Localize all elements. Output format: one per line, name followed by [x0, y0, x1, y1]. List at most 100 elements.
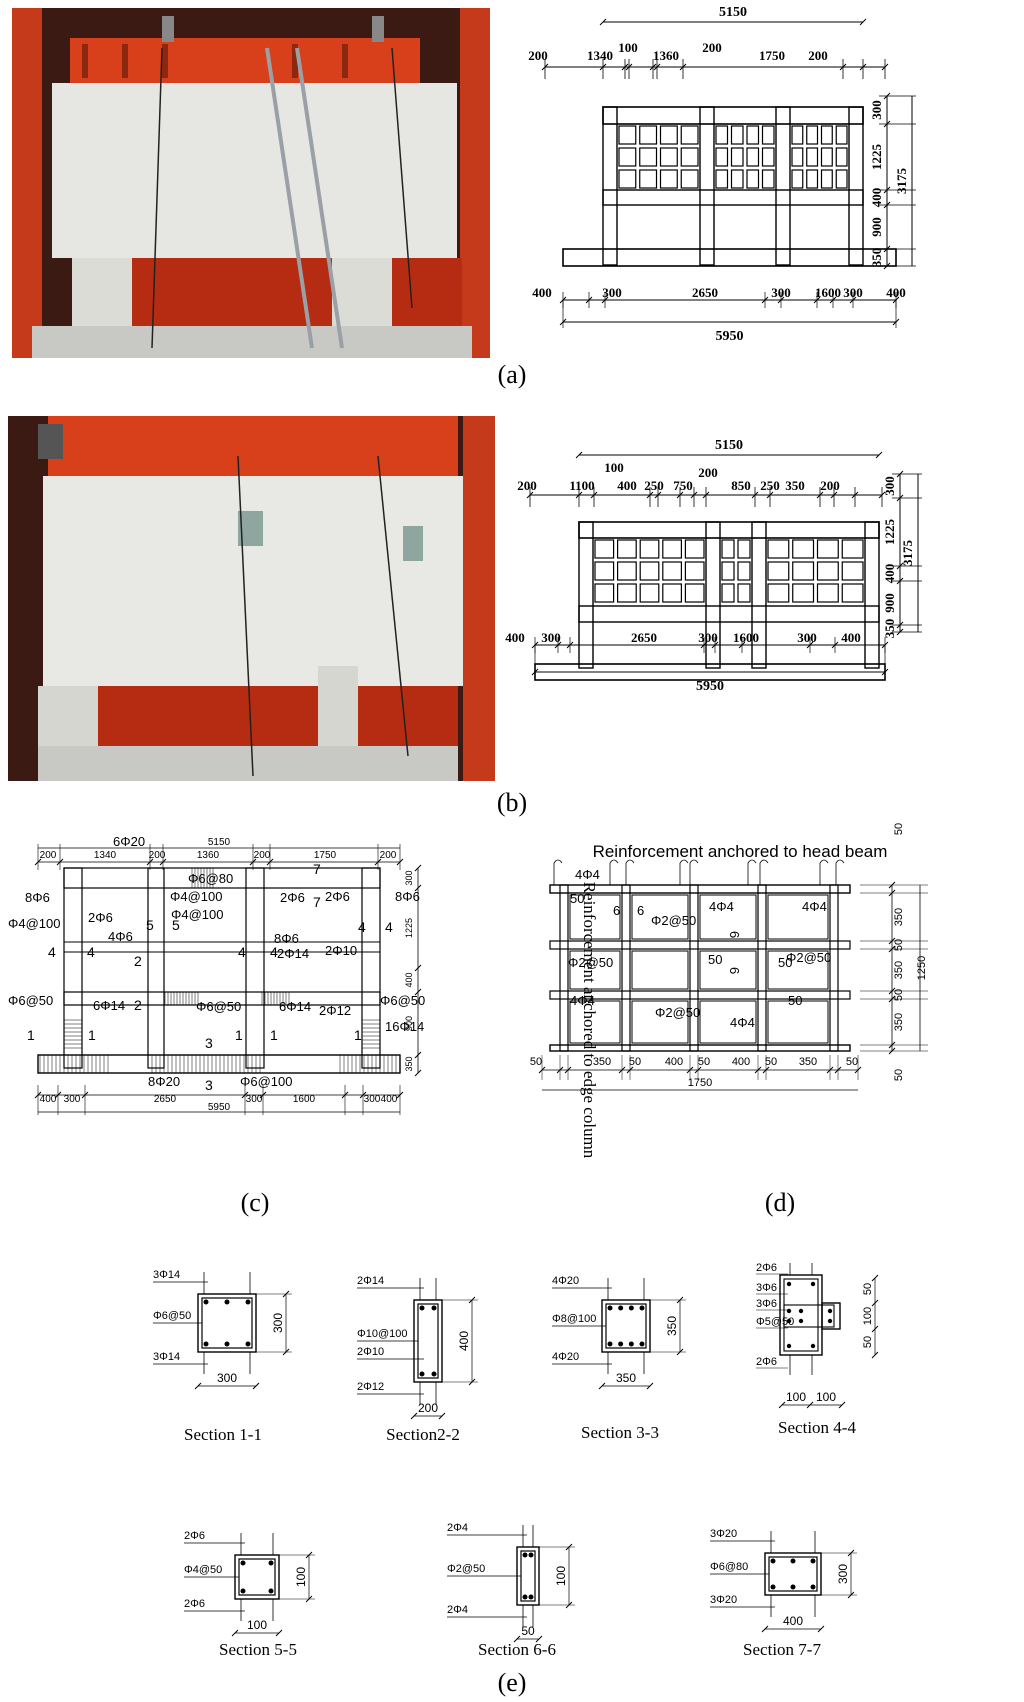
rebar-dot — [419, 1371, 425, 1377]
section-height-label: 50 — [862, 1283, 874, 1295]
anchor-hook — [689, 859, 699, 864]
top-segment-label: 1340 — [94, 850, 117, 861]
section-mark: 1 — [270, 1027, 278, 1043]
column-mid2 — [245, 867, 265, 1069]
rebar-dot — [827, 1318, 833, 1324]
bottom-segment-label: 2650 — [154, 1094, 177, 1105]
right-dim-label: 400 — [869, 188, 884, 208]
column — [864, 521, 880, 669]
infill-cell — [631, 950, 689, 990]
section-label: 2Φ12 — [357, 1381, 384, 1393]
section-label: Φ4@50 — [184, 1564, 222, 1576]
section-height-label: 350 — [665, 1316, 679, 1336]
bottom-segment-label: 50 — [765, 1056, 777, 1068]
right-dim-label: 900 — [882, 593, 897, 613]
infill-block — [806, 147, 819, 167]
infill-cell — [699, 1000, 757, 1044]
rebar-label: 2Φ6 — [88, 910, 113, 925]
tick — [194, 1382, 202, 1390]
infill-block — [715, 125, 729, 145]
rebar-dot — [607, 1341, 613, 1347]
right-dim-label: 350 — [404, 1056, 414, 1071]
section-title-2: Section2-2 — [386, 1425, 460, 1444]
infill-block — [721, 583, 735, 603]
top-segment-label: 400 — [617, 478, 637, 493]
top-segment-label: 100 — [618, 40, 638, 55]
rebar-dot — [810, 1343, 816, 1349]
infill-block — [639, 539, 660, 559]
photo-b-drawing — [8, 416, 495, 781]
tick — [252, 1382, 260, 1390]
rebar-dot — [268, 1588, 274, 1594]
bottom-segment-label: 300 — [698, 630, 718, 645]
infill-block — [816, 561, 839, 581]
cross-sections-e: 3Φ14Φ6@503Φ143003002Φ14Φ10@1002Φ102Φ1220… — [153, 1262, 879, 1643]
tick — [761, 1625, 769, 1633]
bottom-total-label: 5950 — [716, 329, 744, 344]
rebar-dot — [770, 1558, 776, 1564]
rebar-dot — [431, 1371, 437, 1377]
section-width-label: 400 — [783, 1614, 803, 1628]
bottom-segment-label: 400 — [732, 1056, 750, 1068]
top-segment-label: 200 — [517, 478, 537, 493]
rebar-label: 2Φ12 — [319, 1003, 351, 1018]
section-label: Φ8@100 — [552, 1313, 596, 1325]
rebar-label: Φ2@50 — [786, 950, 831, 965]
rebar-dot — [419, 1305, 425, 1311]
anchor-hook — [747, 859, 757, 864]
top-segment-label: 250 — [760, 478, 780, 493]
tick — [275, 1629, 283, 1637]
rebar-label: Φ6@50 — [8, 993, 53, 1008]
column — [602, 106, 618, 266]
infill-block — [791, 169, 804, 189]
stirrup — [417, 1303, 439, 1379]
infill-block — [761, 125, 775, 145]
right-total-label: 1250 — [916, 956, 928, 980]
right-dim-label: 350 — [893, 908, 905, 926]
section-mark: 7 — [313, 861, 321, 877]
top-segment-label: 1100 — [569, 478, 594, 493]
section-mark: 1 — [88, 1027, 96, 1043]
top-total-label: 5150 — [719, 5, 747, 20]
section-height-label: 50 — [862, 1336, 874, 1348]
top-segment-label: 1360 — [653, 48, 679, 63]
tick — [871, 1325, 879, 1333]
section-label: 2Φ10 — [357, 1346, 384, 1358]
rebar-dot — [628, 1341, 634, 1347]
infill-block — [659, 147, 678, 167]
infill-block — [746, 125, 760, 145]
rebar-dot — [607, 1305, 613, 1311]
title-top: Reinforcement anchored to head beam — [593, 842, 888, 861]
infill-block — [816, 583, 839, 603]
infill-cell — [569, 950, 621, 990]
rebar-label: 50 — [708, 952, 722, 967]
rebar-dot — [431, 1305, 437, 1311]
rebar-label: Φ4@100 — [8, 916, 61, 931]
rebar-dot — [790, 1584, 796, 1590]
top-total-label: 5150 — [715, 438, 743, 453]
horizontal-rib — [549, 940, 851, 950]
rebar-label: 4Φ4 — [802, 899, 827, 914]
rebar-label: 6Φ20 — [113, 834, 145, 849]
infill-block — [659, 169, 678, 189]
rebar-label: 8Φ6 — [395, 889, 420, 904]
infill-block — [594, 583, 615, 603]
section-mark: 4 — [48, 944, 56, 960]
section-mark: 1 — [354, 1027, 362, 1043]
rebar-label: Φ6@50 — [196, 999, 241, 1014]
right-dim-label: 900 — [404, 1016, 414, 1031]
tick — [414, 964, 422, 972]
tick — [598, 1382, 606, 1390]
infill-block — [662, 539, 683, 559]
infill-cell — [631, 1000, 689, 1044]
tick — [599, 18, 607, 26]
vertical-rib — [757, 884, 767, 1052]
infill-block — [792, 561, 815, 581]
top-segment-label: 850 — [731, 478, 751, 493]
section-mark: 7 — [313, 894, 321, 910]
column — [705, 521, 721, 669]
rebar-dot — [639, 1341, 645, 1347]
infill-block — [616, 583, 637, 603]
infill-block — [680, 125, 699, 145]
